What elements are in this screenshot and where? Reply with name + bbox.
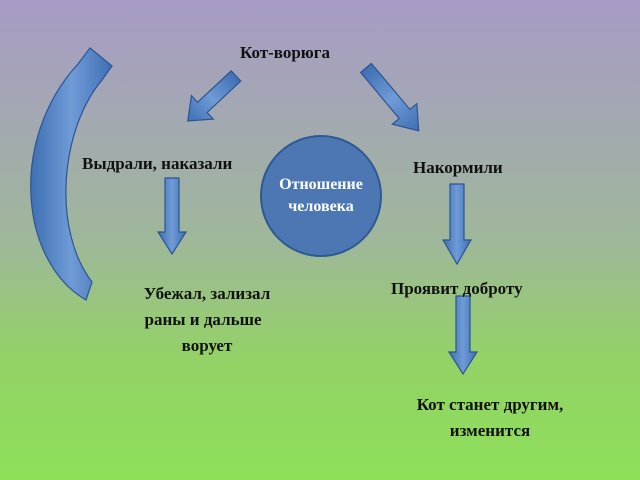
loop-arrow [30,47,113,301]
center-line-2: человека [288,198,354,215]
arrow-to-kindness [441,183,473,266]
runaway-line-1: Убежал, зализал [143,284,271,303]
arrow-to-punished [187,70,242,122]
kindness-label: Проявит доброту [391,279,523,298]
change-line-2: изменится [449,421,531,440]
top-label: Кот-ворюга [240,43,330,62]
runaway-line-3: ворует [181,336,233,355]
arrow-to-runaway [156,177,188,256]
punished-label: Выдрали, наказали [82,154,233,173]
fed-label: Накормили [413,158,503,177]
center-line-1: Отношение [279,176,363,193]
arrow-to-change [447,295,479,376]
arrow-to-fed [359,62,420,132]
runaway-text: Убежал, зализал раны и дальше ворует [112,281,302,359]
change-line-1: Кот станет другим, [416,395,564,414]
change-text: Кот станет другим, изменится [390,392,590,444]
runaway-line-2: раны и дальше [144,310,262,329]
center-circle: Отношение человека [260,135,382,257]
